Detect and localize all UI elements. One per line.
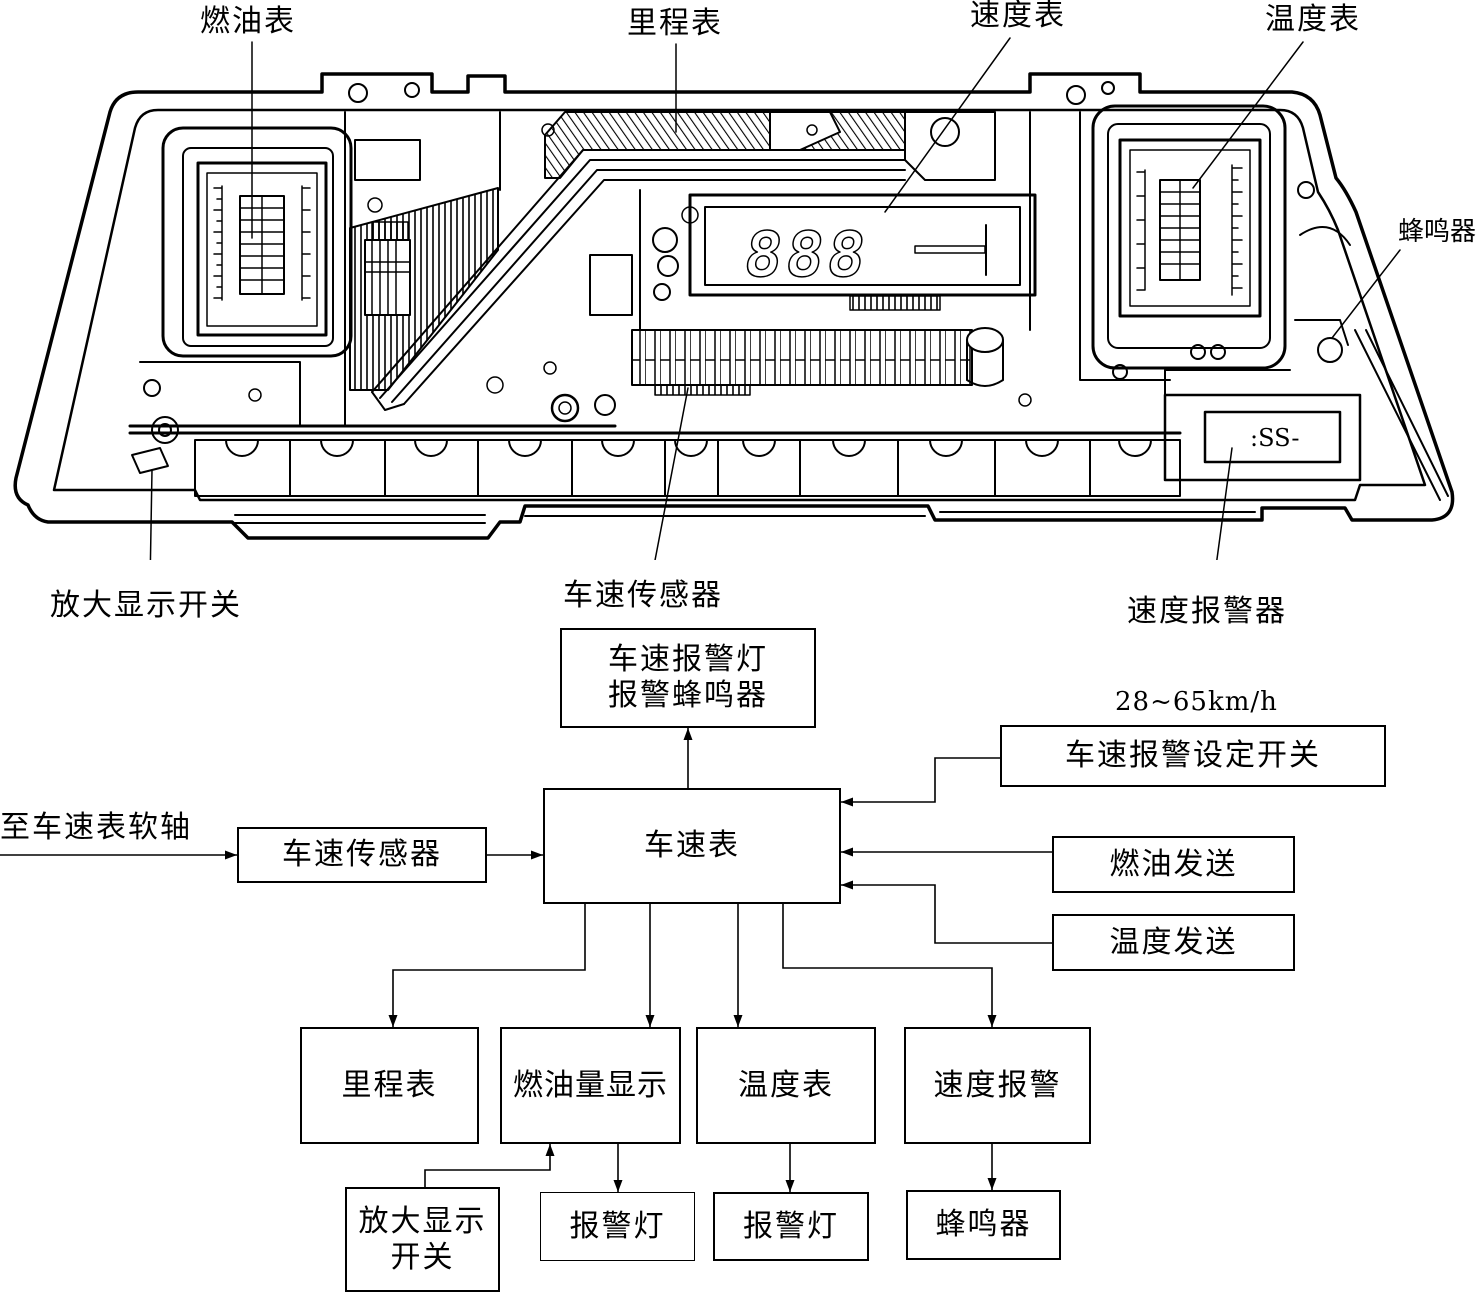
alarm-output-line-2: 报警蜂鸣器 xyxy=(608,678,768,713)
buzzer-drawing xyxy=(1294,226,1449,501)
speedometer-label: 车速表 xyxy=(644,828,740,863)
odometer-label: 里程表 xyxy=(341,1067,438,1103)
magnify-switch-line-2: 开关 xyxy=(390,1239,455,1275)
alarm-set-switch-box: 车速报警设定开关 xyxy=(1000,725,1386,787)
instrument-cluster-illustration: 888 xyxy=(13,37,1455,560)
speedometer-box: 车速表 xyxy=(543,788,841,904)
temperature-sender-box: 温度发送 xyxy=(1052,914,1295,971)
temperature-warning-lamp-box: 报警灯 xyxy=(713,1192,869,1261)
alarm-display-text: :SS- xyxy=(1250,424,1300,452)
magnify-switch-box: 放大显示 开关 xyxy=(345,1187,500,1292)
leader-buzzer xyxy=(1331,249,1401,339)
main-connector xyxy=(550,327,1032,423)
leader-temperature-gauge xyxy=(1192,41,1304,189)
arrow-to-odometer xyxy=(388,904,586,1027)
odometer-box: 里程表 xyxy=(300,1027,479,1144)
leader-magnify-switch xyxy=(149,469,153,560)
leader-speedometer xyxy=(884,37,1011,213)
arrow-to-speed-alarm xyxy=(782,904,997,1027)
temperature-warning-lamp-label: 报警灯 xyxy=(743,1208,839,1244)
label-speed-sensor: 车速传感器 xyxy=(563,578,723,613)
alarm-output-box: 车速报警灯 报警蜂鸣器 xyxy=(560,628,816,728)
speed-sensor-box: 车速传感器 xyxy=(237,827,487,883)
alarm-output-line-1: 车速报警灯 xyxy=(608,642,768,677)
speed-sensor-label: 车速传感器 xyxy=(282,837,442,872)
arrow-set-switch-to-speedometer xyxy=(841,757,1000,807)
speed-alarm-drawing xyxy=(1163,393,1362,482)
leader-speed-alarm xyxy=(1216,447,1233,560)
label-magnify-display-switch: 放大显示开关 xyxy=(50,588,242,623)
arrow-temp-sender-to-speedometer xyxy=(841,880,1052,944)
fuel-sender-label: 燃油发送 xyxy=(1109,846,1238,882)
alarm-speed-range: 28~65km/h xyxy=(1115,687,1278,717)
label-temperature-gauge: 温度表 xyxy=(1265,2,1361,37)
magnify-switch-drawing xyxy=(131,379,179,474)
label-odometer: 里程表 xyxy=(627,6,723,41)
arrow-magnify-switch-to-fuel-display xyxy=(424,1144,555,1187)
bottom-socket-row xyxy=(194,439,1181,497)
fuel-bargraph xyxy=(239,195,285,295)
temperature-gauge-box: 温度表 xyxy=(696,1027,876,1144)
speed-alarm-box: 速度报警 xyxy=(904,1027,1091,1144)
buzzer-label: 蜂鸣器 xyxy=(935,1207,1032,1242)
fuel-warning-lamp-label: 报警灯 xyxy=(569,1208,666,1244)
speedometer-display-drawing xyxy=(589,193,1037,316)
label-buzzer: 蜂鸣器 xyxy=(1398,217,1477,247)
alarm-set-switch-label: 车速报警设定开关 xyxy=(1065,738,1321,773)
label-speed-alarm: 速度报警器 xyxy=(1127,594,1287,629)
callout-leaders xyxy=(149,37,1401,560)
label-speedometer: 速度表 xyxy=(970,0,1066,33)
temperature-bargraph xyxy=(1159,179,1201,281)
fuel-display-label: 燃油量显示 xyxy=(513,1067,668,1103)
label-fuel-gauge: 燃油表 xyxy=(200,4,296,39)
buzzer-box: 蜂鸣器 xyxy=(906,1190,1061,1260)
fuel-display-box: 燃油量显示 xyxy=(500,1027,681,1144)
temperature-gauge-label: 温度表 xyxy=(738,1067,834,1103)
speed-alarm-label: 速度报警 xyxy=(933,1067,1062,1103)
temperature-gauge-drawing xyxy=(1091,104,1315,380)
fuel-warning-lamp-box: 报警灯 xyxy=(540,1192,695,1261)
leader-speed-sensor xyxy=(654,387,689,560)
magnify-switch-line-1: 放大显示 xyxy=(358,1203,487,1239)
temperature-sender-label: 温度发送 xyxy=(1109,924,1238,960)
display-digits: 888 xyxy=(740,218,874,291)
circuit-board-left xyxy=(248,139,557,402)
input-source-label: 至车速表软轴 xyxy=(0,810,192,845)
housing xyxy=(13,72,1455,540)
fuel-sender-box: 燃油发送 xyxy=(1052,836,1295,893)
